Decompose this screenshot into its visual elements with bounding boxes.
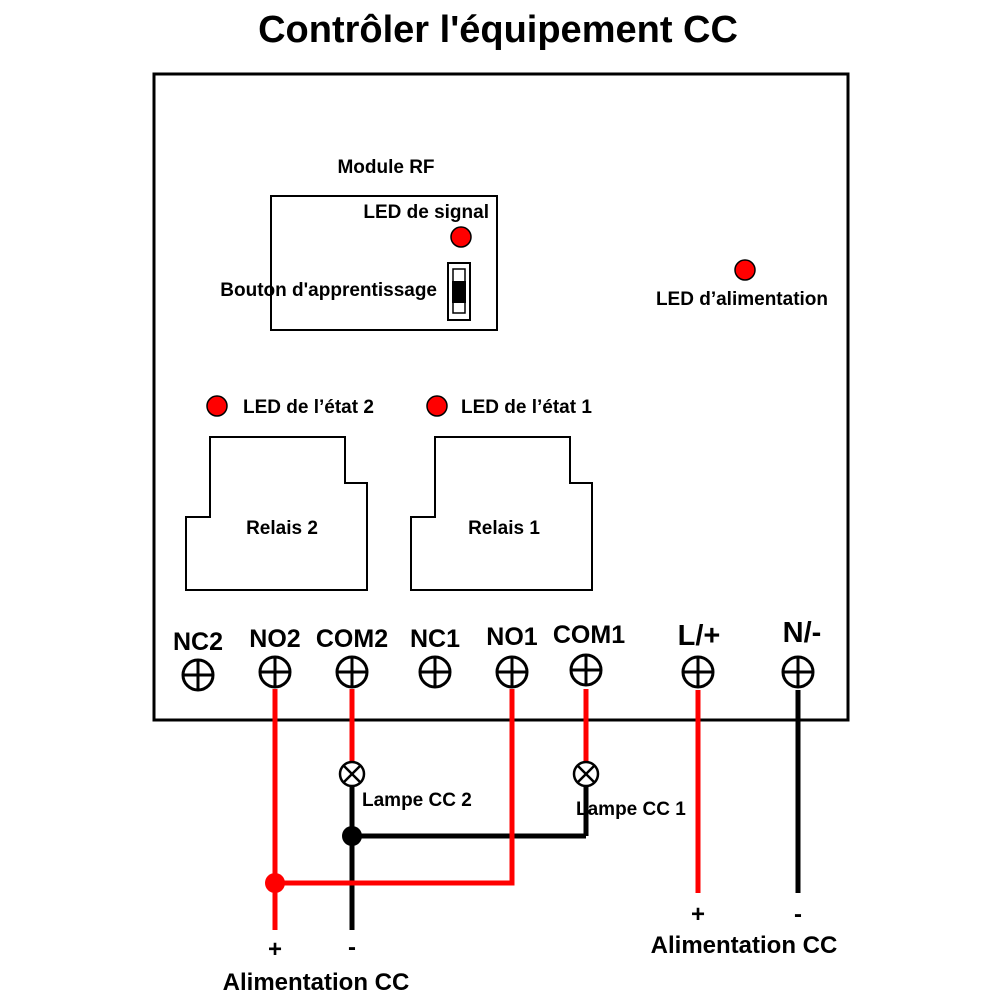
power-led-label: LED d’alimentation [656,289,828,310]
right-supply-label: Alimentation CC [651,932,838,959]
signal-led [450,226,472,248]
terminal-com2-screw [335,655,369,689]
relay-2-shape [185,436,368,591]
junction-positive [265,873,285,893]
status-led-2 [206,395,228,417]
junction-negative [342,826,362,846]
terminal-no2-screw [258,655,292,689]
relay-1-shape [410,436,593,591]
terminal-no2-label: NO2 [249,625,300,653]
signal-led-label: LED de signal [363,202,489,223]
wiring [272,689,801,930]
terminal-nc1-label: NC1 [410,625,460,653]
terminal-l-plus-screw [681,655,715,689]
left-supply-plus: + [268,936,282,963]
relay-2-label: Relais 2 [246,518,318,539]
terminal-com2-label: COM2 [316,625,388,653]
lamp-2-label: Lampe CC 2 [362,790,472,811]
right-supply-minus: - [794,901,802,928]
rf-module-label: Module RF [337,157,434,178]
left-supply-minus: - [348,934,356,961]
terminal-n-minus-label: N/- [783,617,822,649]
power-led [734,259,756,281]
terminal-nc2-label: NC2 [173,628,223,656]
lamp-1-label: Lampe CC 1 [576,799,686,820]
controller-board [152,72,850,722]
learn-button-label: Bouton d'apprentissage [220,280,437,301]
terminal-com1-label: COM1 [553,621,625,649]
lamp-2 [338,760,366,788]
terminal-no1-label: NO1 [486,623,538,651]
status-led-2-label: LED de l’état 2 [243,397,374,418]
right-supply-plus: + [691,901,705,928]
no1-wire [275,689,515,886]
terminal-no1-screw [495,655,529,689]
terminal-nc2-screw [181,658,215,692]
learn-button[interactable] [447,262,471,321]
diagram-title: Contrôler l'équipement CC [258,9,738,51]
status-led-1-label: LED de l’état 1 [461,397,592,418]
terminal-l-plus-label: L/+ [678,620,721,652]
relay-1-label: Relais 1 [468,518,540,539]
lamp-1 [572,760,600,788]
left-supply-label: Alimentation CC [223,969,410,996]
terminal-n-minus-screw [781,655,815,689]
terminal-nc1-screw [418,655,452,689]
status-led-1 [426,395,448,417]
terminal-com1-screw [569,653,603,687]
